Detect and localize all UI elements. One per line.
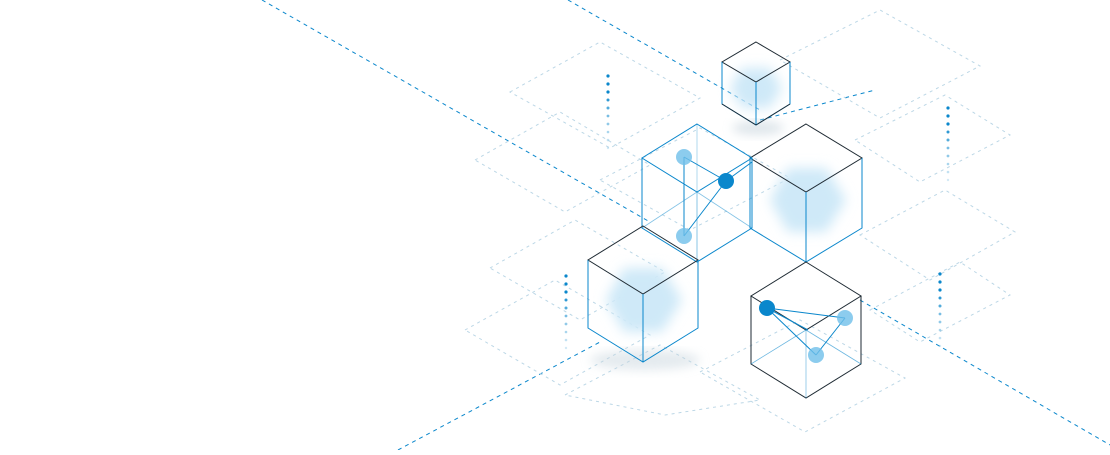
- dotted-marker-1: [606, 74, 610, 150]
- cube-wireframe-network-bottom: [750, 261, 862, 399]
- guide-diamond: [473, 111, 652, 213]
- guide-diamond: [859, 189, 1016, 281]
- dashed-line: [759, 89, 876, 121]
- guide-diamond: [488, 219, 667, 321]
- dashed-accent-lines: [261, 0, 1110, 451]
- dashed-line: [397, 341, 601, 451]
- dashed-line: [859, 299, 1110, 446]
- cube-small-top: [721, 41, 791, 135]
- network-links: [683, 156, 753, 237]
- network-node: [676, 228, 692, 244]
- guide-diamond: [508, 41, 702, 149]
- dotted-marker-3: [564, 274, 568, 350]
- dotted-marker-4: [938, 272, 942, 348]
- network-node-primary: [759, 300, 775, 316]
- guide-diamond: [778, 9, 982, 119]
- cube-large-right: [749, 123, 863, 263]
- network-node: [676, 149, 692, 165]
- guide-diamond: [598, 127, 792, 231]
- dotted-marker-2: [946, 106, 950, 182]
- guide-diamond: [698, 319, 907, 433]
- guide-diamond: [869, 261, 1011, 343]
- cube-wireframe-network-top: [641, 123, 753, 263]
- network-node: [837, 310, 853, 326]
- dashed-line: [567, 0, 761, 111]
- network-node: [808, 347, 824, 363]
- guide-diamond: [463, 279, 652, 386]
- guide-diamond: [853, 94, 1012, 183]
- guide-diamonds: [463, 9, 1016, 433]
- network-node-primary: [718, 173, 734, 189]
- dashed-line: [261, 0, 651, 223]
- dotted-markers: [564, 74, 950, 350]
- cube-large-left: [587, 225, 700, 370]
